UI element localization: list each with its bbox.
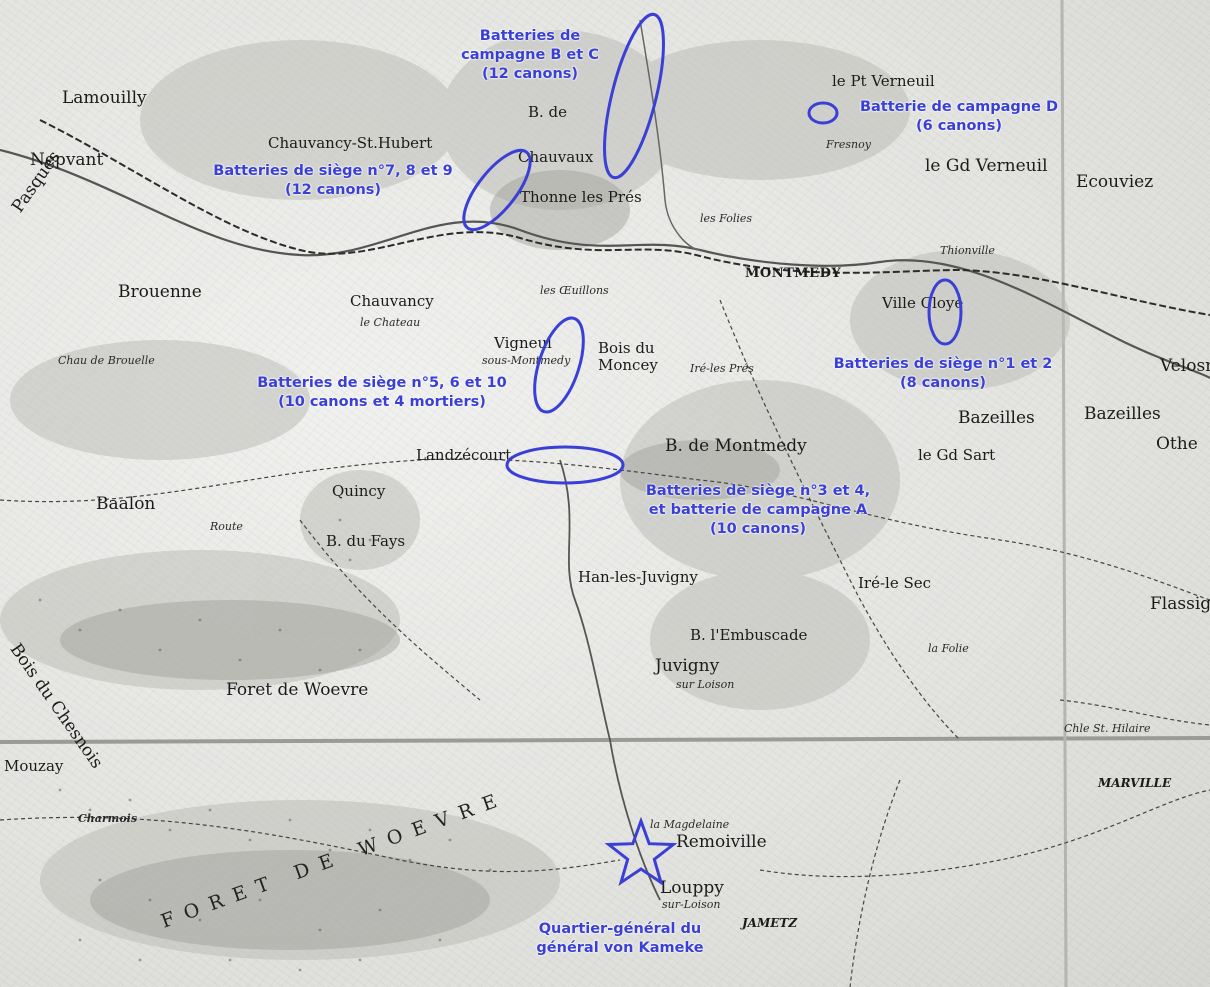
place-thionville: Thionville: [940, 244, 995, 257]
marker-batterie-d: [807, 101, 839, 125]
marker-batteries-3-4: [505, 445, 625, 485]
place-fresnoy: Fresnoy: [826, 138, 871, 151]
place-vigneul: Vigneul: [494, 334, 552, 352]
annotation-batterie-d: Batterie de campagne D (6 canons): [859, 99, 1059, 134]
place-route: Route: [210, 520, 243, 533]
sheet-fold-vertical: [1060, 0, 1068, 987]
marker-batteries-b-c: [603, 12, 665, 180]
place-foret-de-woevre: Foret de Woevre: [226, 680, 369, 700]
place-sur-loison-2: sur-Loison: [662, 898, 721, 911]
place-chauvancy: Chauvancy: [350, 292, 434, 310]
forest-stipple: [38, 518, 492, 972]
place-marville: MARVILLE: [1098, 776, 1172, 790]
place-remoiville: Remoiville: [676, 832, 767, 852]
place-lamouilly: Lamouilly: [62, 88, 147, 108]
river-chiers: [0, 148, 1210, 379]
annotation-quartier-general: Quartier-général du général von Kameke: [536, 921, 704, 956]
annotation-batteries-3-4: Batteries de siège n°3 et 4, et batterie…: [645, 483, 871, 537]
place-le-gd-sart: le Gd Sart: [918, 446, 996, 464]
place-louppy: Louppy: [660, 878, 724, 898]
place-landzecourt: Landzécourt: [416, 446, 512, 464]
star-icon: [604, 816, 678, 887]
place-mouzay: Mouzay: [4, 757, 64, 775]
place-sur-loison: sur Loison: [676, 678, 735, 691]
marker-batteries-5-6-10: [533, 316, 585, 414]
annotation-batteries-7-8-9: Batteries de siège n°7, 8 et 9 (12 canon…: [213, 163, 453, 198]
place-bazeilles-2: Bazeilles: [1084, 404, 1161, 424]
place-ch-de-brouelle: Chau de Brouelle: [58, 354, 155, 367]
place-bazeilles: Bazeilles: [958, 408, 1035, 428]
place-ch-st-hilaire: Chle St. Hilaire: [1064, 722, 1151, 735]
place-ville-cloye: Ville Cloye: [882, 294, 964, 312]
hill-shading: [0, 30, 1070, 960]
place-sous-montmedy: sous-Montmedy: [482, 354, 571, 367]
annotation-batteries-5-6-10: Batteries de siège n°5, 6 et 10 (10 cano…: [257, 375, 507, 410]
place-ire-le-sec: Iré-le Sec: [858, 574, 932, 592]
place-juvigny: Juvigny: [655, 656, 720, 676]
place-ecouviez: Ecouviez: [1076, 172, 1154, 192]
place-la-folie: la Folie: [928, 642, 969, 655]
marker-batteries-7-8-9: [462, 148, 532, 232]
place-chauvaux: Chauvaux: [518, 148, 594, 166]
marker-batteries-1-2: [927, 278, 963, 346]
place-quincy: Quincy: [332, 482, 386, 500]
roads: [0, 299, 1210, 987]
place-b-de-montmedy: B. de Montmedy: [665, 436, 807, 456]
place-thonne-les-pres: Thonne les Prés: [520, 188, 642, 206]
place-g-verneuil: le Gd Verneuil: [925, 156, 1048, 176]
place-flassig: Flassig: [1150, 594, 1210, 614]
place-le-chateau: le Chateau: [360, 316, 421, 329]
place-othe: Othe: [1156, 434, 1198, 454]
place-les-oeuillons: les Œuillons: [540, 284, 609, 297]
place-baalon: Baalon: [96, 494, 156, 514]
place-jametz: JAMETZ: [742, 916, 798, 930]
place-les-folies: les Folies: [700, 212, 753, 225]
place-chauvancy-st-hubert: Chauvancy-St.Hubert: [268, 134, 433, 152]
river-loison: [559, 459, 661, 901]
place-ire-les-pres: Iré-les Prés: [690, 362, 754, 375]
railway: [39, 119, 1210, 316]
place-b-du-fays: B. du Fays: [326, 532, 406, 550]
sheet-fold-horizontal: [0, 736, 1210, 744]
place-p-verneuil: le Pt Verneuil: [832, 72, 935, 90]
place-brouenne: Brouenne: [118, 282, 202, 302]
river-thonne: [639, 19, 701, 251]
place-velosnes: Velosn: [1160, 356, 1210, 376]
place-la-magdelaine: la Magdelaine: [650, 818, 730, 831]
place-han-les-juvigny: Han-les-Juvigny: [578, 568, 698, 586]
place-b-l-embuscade: B. l'Embuscade: [690, 626, 808, 644]
place-montmedy: MONTMEDY: [745, 266, 842, 281]
annotation-batteries-1-2: Batteries de siège n°1 et 2 (8 canons): [833, 356, 1053, 391]
place-b-de: B. de: [528, 103, 568, 121]
place-charmois: Charmois: [78, 812, 138, 825]
place-nepvant: Nepvant: [30, 150, 104, 170]
annotation-batteries-b-c: Batteries de campagne B et C (12 canons): [461, 28, 599, 82]
place-bois-du-moncey: Bois du Moncey: [598, 339, 658, 374]
